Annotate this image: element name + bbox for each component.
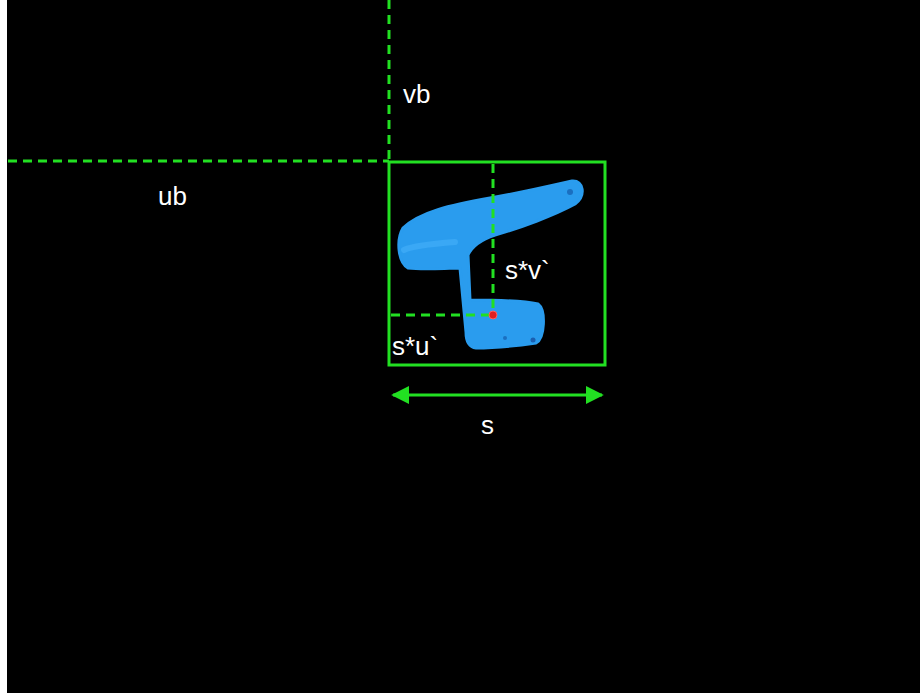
v-offset-line [388,0,391,160]
u-offset-line [8,160,389,163]
u-prime-line [391,314,491,317]
size-arrow [393,394,602,397]
v-prime-line [492,164,495,313]
v-prime-label: s*v` [505,256,550,285]
bounding-box [389,162,605,365]
v-offset-label: vb [403,80,430,109]
drill-object [399,181,582,348]
center-point [489,311,497,319]
u-offset-label: ub [158,182,187,211]
u-prime-label: s*u` [392,332,438,361]
size-label: s [481,411,494,440]
page-edge [0,0,7,693]
